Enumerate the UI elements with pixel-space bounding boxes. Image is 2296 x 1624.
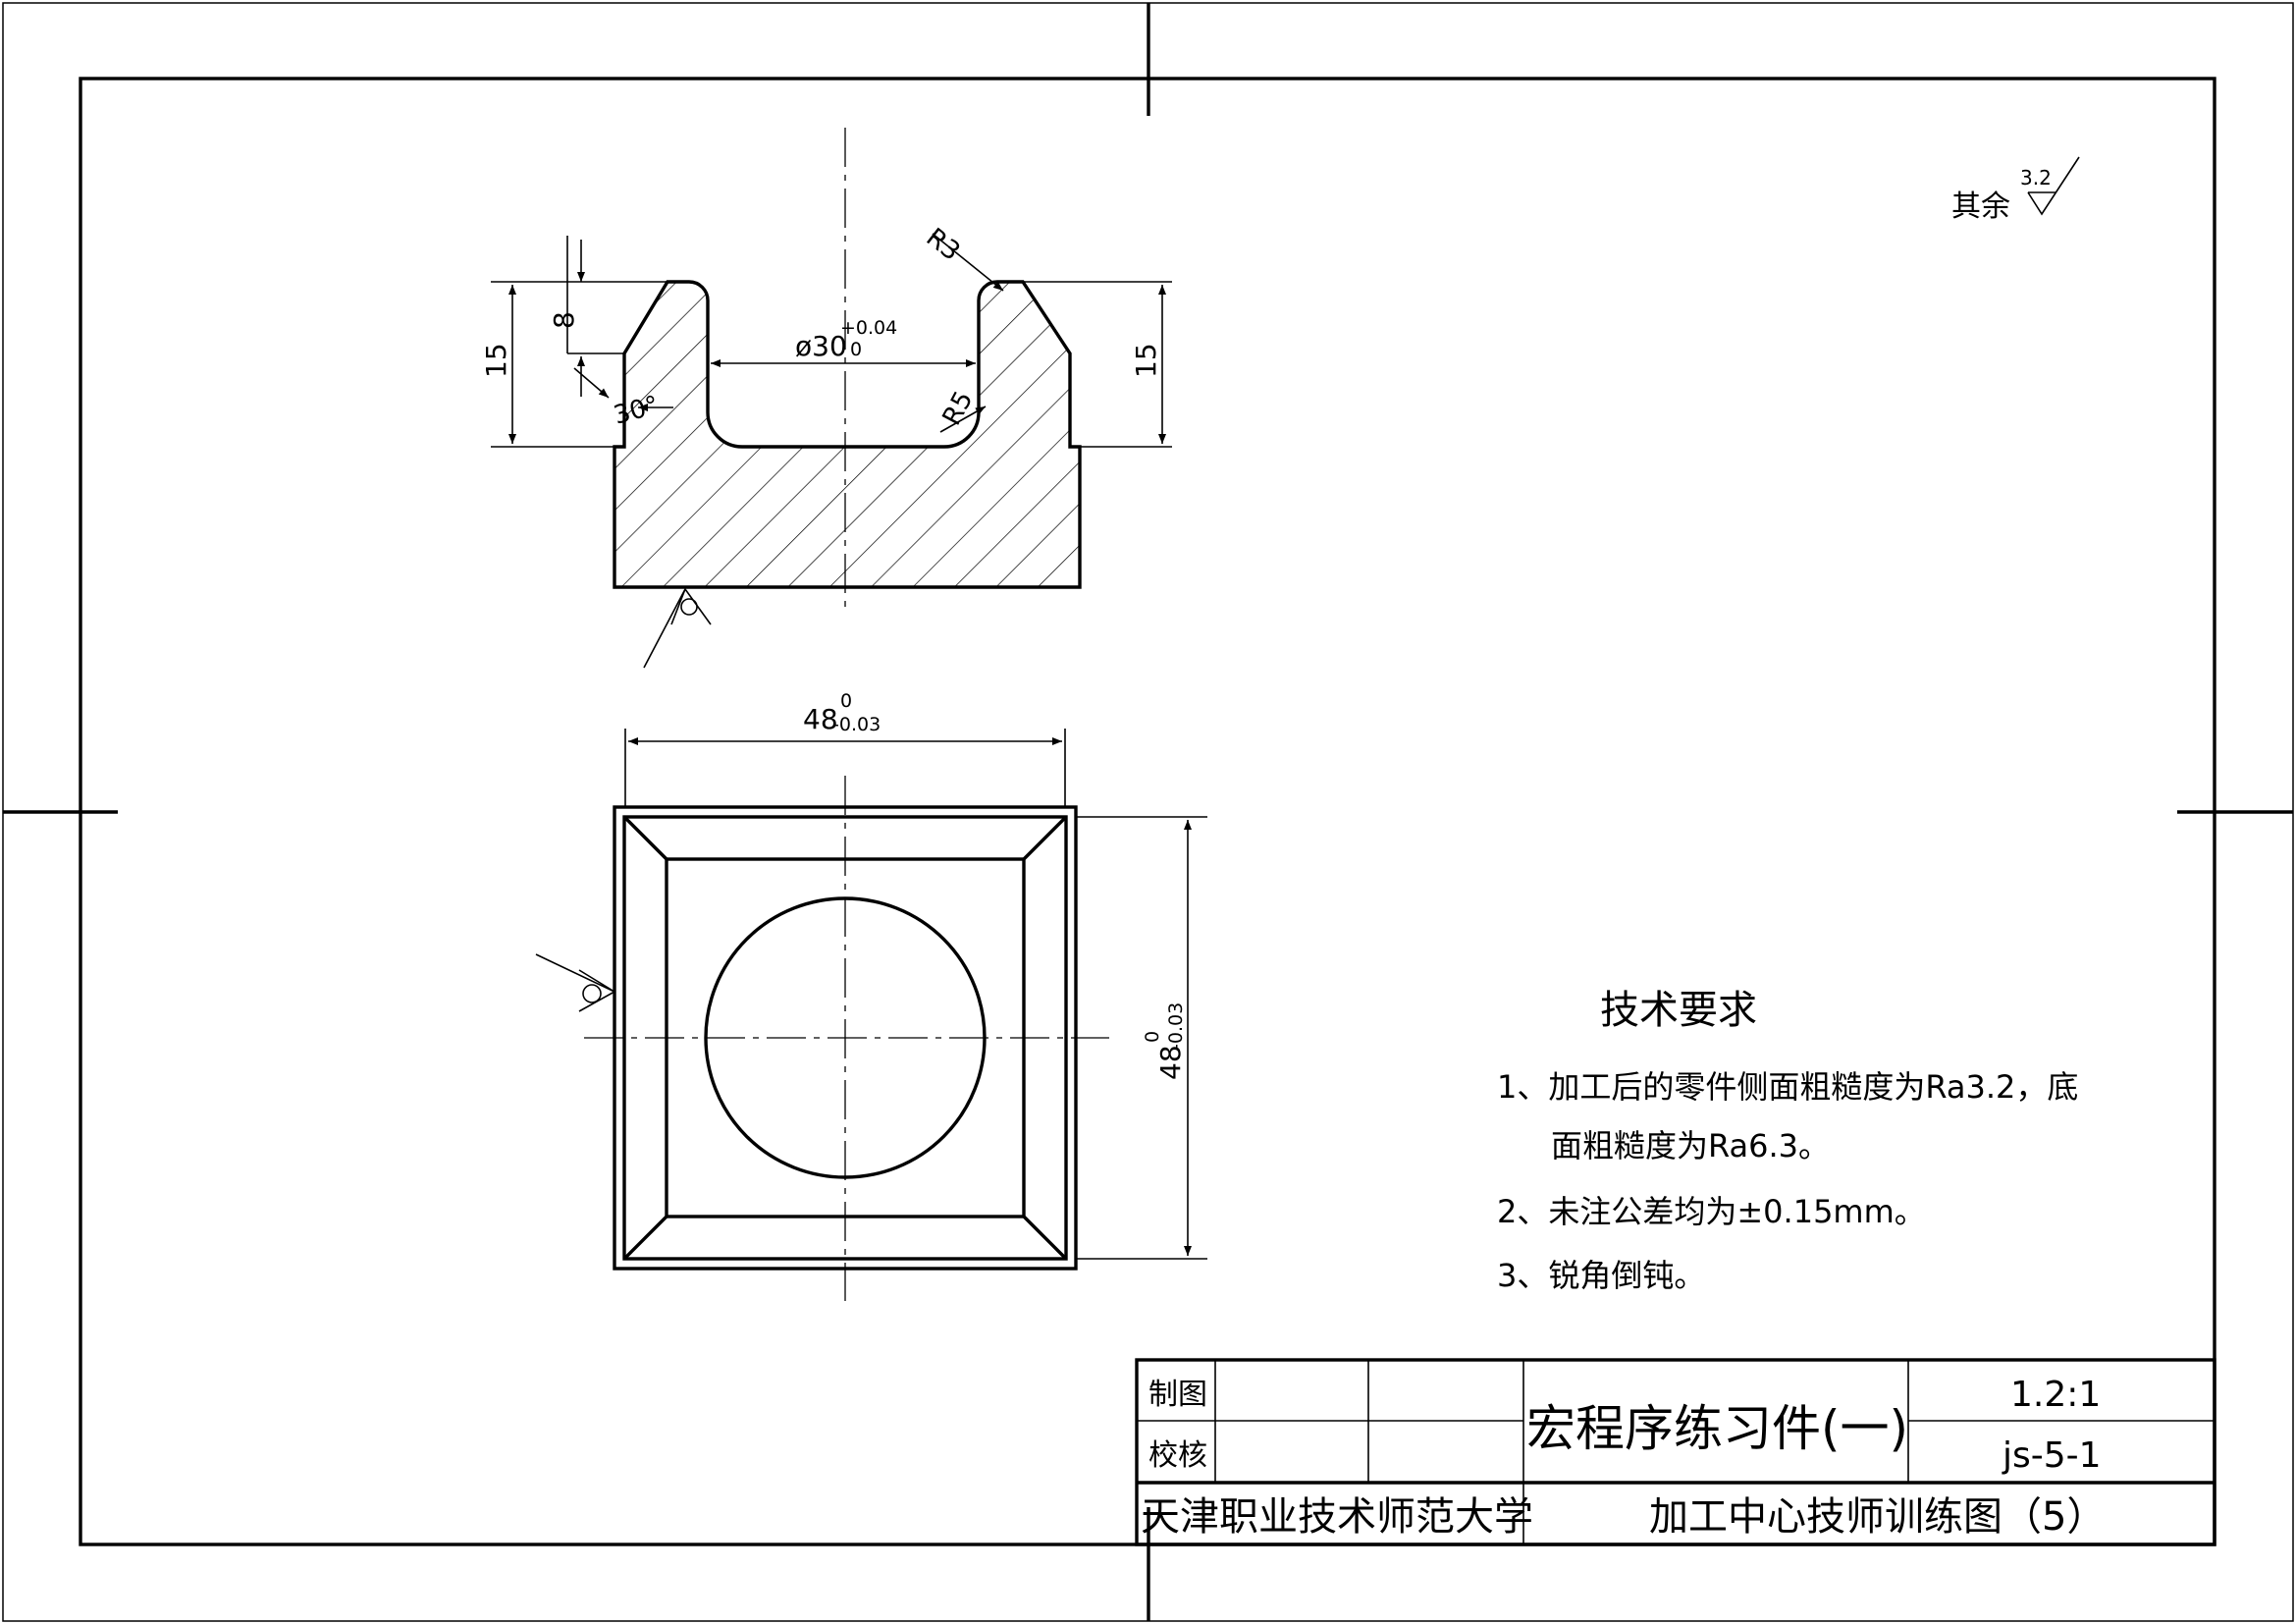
height-right-dim: 15 [1130,343,1162,378]
height-left-dim: 15 [480,343,512,378]
chamfer-depth-dim: 8 [548,311,580,329]
roughness-note: 其余 3.2 [1951,156,2080,224]
tech-requirement-line: 2、未注公差均为±0.15mm。 [1497,1193,1926,1230]
centering-marks [3,3,2293,1621]
drawing-number: js-5-1 [2002,1435,2102,1476]
chamfer-outer-square [622,815,1068,1261]
tech-requirements: 技术要求 1、加工后的零件侧面粗糙度为Ra3.2，底 面粗糙度为Ra6.3。 2… [1497,988,2078,1294]
tech-requirements-heading: 技术要求 [1600,988,1757,1033]
radius-top-dim: R3 [921,223,966,267]
tech-requirement-line: 1、加工后的零件侧面粗糙度为Ra3.2，底 [1497,1068,2078,1106]
corner-bevel-lines [622,815,1068,1261]
section-view: 15 8 30° ø30 +0.04 0 R3 R5 15 [480,128,1172,669]
section-body [613,280,1082,589]
drawing-subtitle: 加工中心技师训练图（5） [1649,1494,2106,1540]
bottom-roughness-symbol [643,587,712,669]
scale-value: 1.2:1 [2010,1375,2101,1415]
bore-diameter-dim: ø30 [795,330,847,362]
width-tol-lower: -0.03 [832,714,881,735]
height-tol-upper: 0 [1142,1031,1163,1043]
roughness-note-value: 3.2 [2020,166,2052,189]
tech-requirement-line: 面粗糙度为Ra6.3。 [1551,1127,1830,1164]
height-dim: 48 [1154,1045,1187,1080]
title-block: 制图 校核 宏程序练习件(一) 1.2:1 js-5-1 天津职业技术师范大学 … [1135,1358,2216,1546]
organization-name: 天津职业技术师范大学 [1141,1494,1533,1540]
bore-tol-upper: +0.04 [840,317,897,339]
tech-requirement-line: 3、锐角倒钝。 [1497,1257,1705,1294]
bore-tol-lower: 0 [850,339,862,360]
width-dim: 48 [803,703,838,735]
plan-view: 48 0 -0.03 48 0 -0.03 [535,690,1207,1301]
radius-bottom-dim: R5 [937,387,980,431]
drawing-title: 宏程序练习件(一) [1526,1400,1908,1457]
checked-label: 校核 [1148,1438,1207,1473]
roughness-note-prefix: 其余 [1951,189,2010,224]
drawing-frame [79,77,2216,1546]
drawn-label: 制图 [1148,1378,1207,1412]
width-tol-upper: 0 [840,690,852,712]
roughness-symbol [2027,156,2080,216]
side-roughness-symbol [535,953,616,1012]
height-tol-lower: -0.03 [1165,1002,1187,1051]
